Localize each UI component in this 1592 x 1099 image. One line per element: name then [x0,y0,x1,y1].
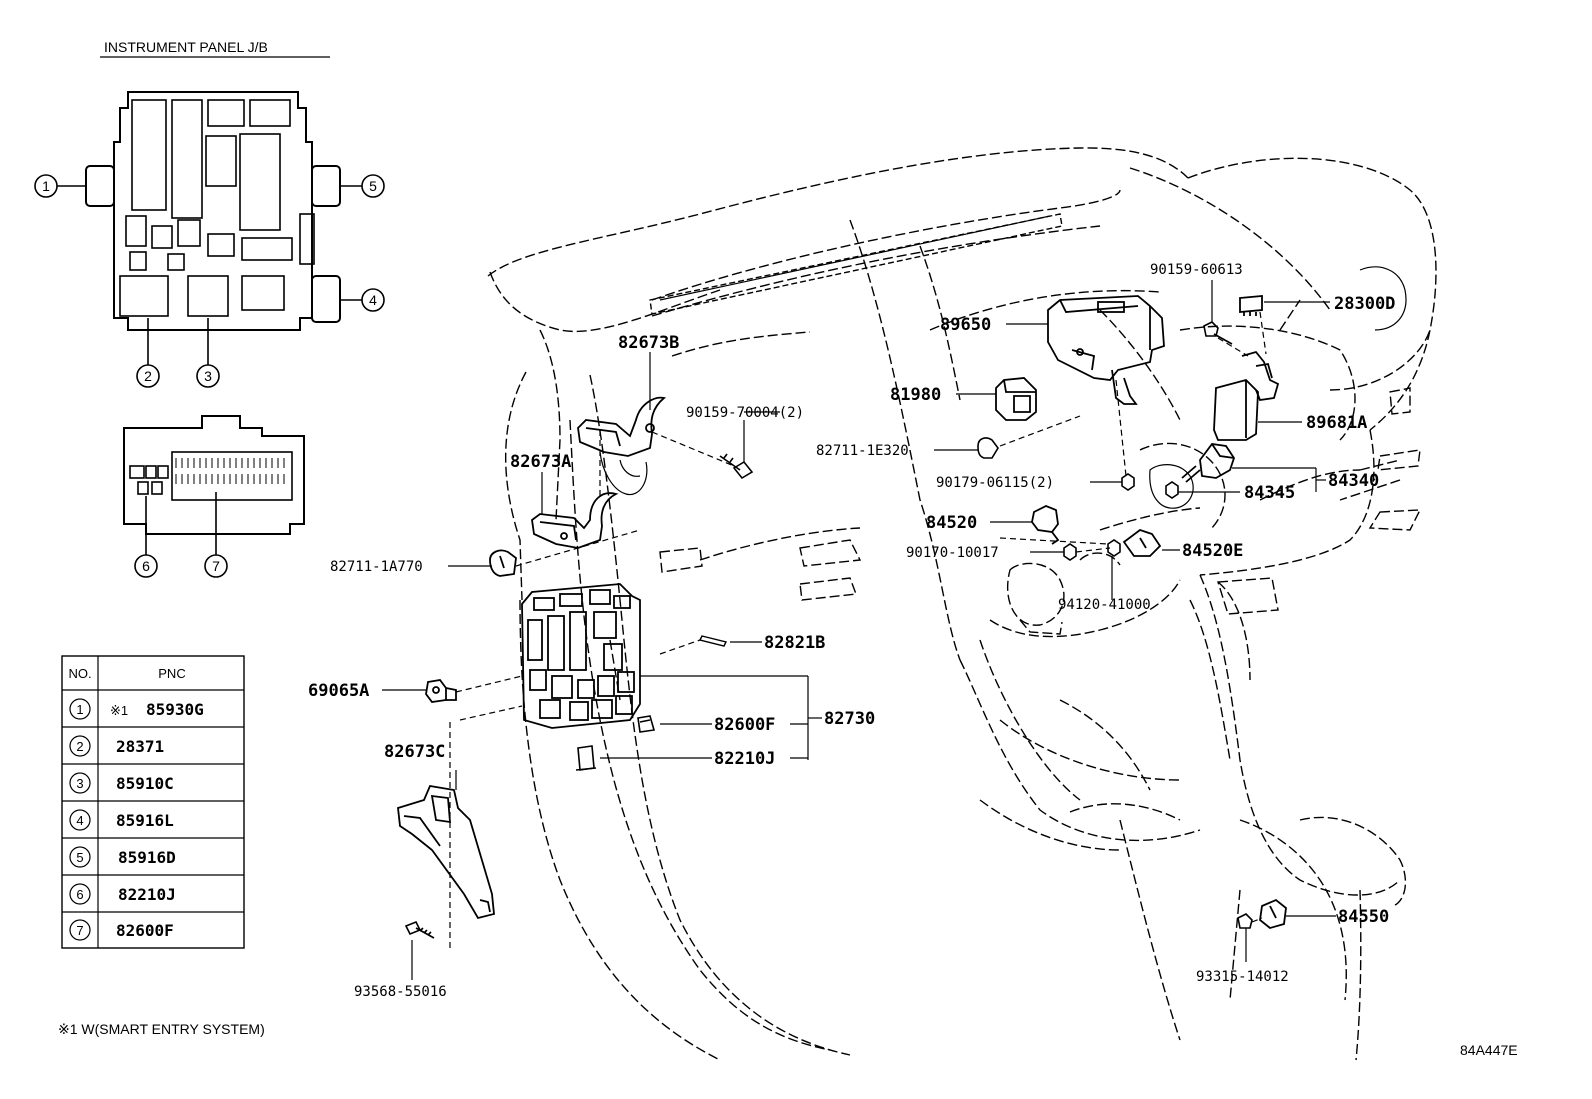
label-90159-60613: 90159-60613 [1150,262,1243,278]
table-pnc-2: 28371 [116,737,164,756]
label-93568-55016: 93568-55016 [354,984,447,1000]
bracket-82673A [531,492,619,549]
label-69065A: 69065A [308,681,369,701]
table-no-1: 1 [76,702,83,717]
junction-block-82730 [521,583,641,729]
label-93315-14012: 93315-14012 [1196,969,1289,985]
clip-82711-1A770 [489,549,517,577]
pnc-table: NO. PNC 1 2 3 4 5 6 7 ※1 85930G 28371 85… [61,655,245,949]
table-header-pnc: PNC [158,666,185,681]
junction-block-inset: INSTRUMENT PANEL J/B [34,39,385,578]
label-82711-1A770: 82711-1A770 [330,559,423,575]
label-82821B: 82821B [764,633,825,653]
label-82600F: 82600F [714,715,775,735]
bracket-82673B [577,396,667,457]
marker-7: 7 [212,558,220,574]
dashboard-solid-details [599,215,1407,509]
part-82821B [698,635,728,647]
part-84520 [1031,505,1060,545]
nut-94120-41000 [1107,539,1121,557]
table-no-3: 3 [76,776,83,791]
table-no-2: 2 [76,739,83,754]
part-84520E [1122,528,1162,557]
table-pnc-7: 82600F [116,921,174,940]
clip-82711-1E320 [977,437,999,459]
bracket-82673C [397,784,495,920]
part-81980 [995,377,1037,421]
label-81980: 81980 [890,385,941,405]
marker-5: 5 [369,178,377,194]
table-pnc-5: 85916D [118,848,176,867]
part-69065A [425,679,457,703]
marker-4: 4 [369,292,377,308]
marker-2: 2 [144,368,152,384]
marker-1: 1 [42,178,50,194]
figure-id: 84A447E [1460,1042,1518,1058]
screw-90179-06115 [1121,473,1135,491]
bolt-93568-55016 [404,920,435,939]
marker-6: 6 [142,558,150,574]
table-no-5: 5 [76,850,83,865]
label-89681A: 89681A [1306,413,1367,433]
label-90159-70004: 90159-70004(2) [686,405,804,421]
label-84520E: 84520E [1182,541,1243,561]
relay-28300D [1239,295,1263,316]
label-84345: 84345 [1244,483,1295,503]
label-28300D: 28300D [1334,294,1395,314]
table-no-7: 7 [76,923,83,938]
label-89650: 89650 [940,315,991,335]
screw-90159-70004 [719,453,754,480]
part-89681A [1213,350,1280,441]
screw-90159-60613 [1203,321,1233,345]
label-84340: 84340 [1328,471,1379,491]
table-pnc-4: 85916L [116,811,174,830]
inset-title: INSTRUMENT PANEL J/B [104,39,268,55]
footnote: ※1 W(SMART ENTRY SYSTEM) [58,1021,265,1037]
label-84520: 84520 [926,513,977,533]
table-pnc-6: 82210J [118,885,176,904]
screw-93315-14012 [1237,913,1253,929]
label-82711-1E320: 82711-1E320 [816,443,909,459]
table-header-no: NO. [68,666,91,681]
knob-84345 [1165,481,1179,499]
table-note-1: ※1 [110,703,128,718]
leader-lines [382,280,1336,980]
table-no-4: 4 [76,813,83,828]
part-labels: 82673B 90159-70004(2) 82673A 82711-1A770… [58,262,1518,1058]
label-82673B: 82673B [618,333,679,353]
label-82673C: 82673C [384,742,445,762]
leader-dashed [449,311,1267,948]
switch-84550 [1259,898,1287,929]
label-82673A: 82673A [510,452,571,472]
label-84550: 84550 [1338,907,1389,927]
nut-90170-10017 [1063,543,1077,561]
part-82600F [637,715,656,733]
part-82210J [575,745,597,771]
table-pnc-1: 85930G [146,700,204,719]
marker-3: 3 [204,368,212,384]
table-pnc-3: 85910C [116,774,174,793]
label-94120-41000: 94120-41000 [1058,597,1151,613]
label-82730: 82730 [824,709,875,729]
label-82210J: 82210J [714,749,775,769]
switch-84340 [1181,443,1235,483]
ecu-89650 [1047,295,1165,405]
label-90179-06115: 90179-06115(2) [936,475,1054,491]
label-90170-10017: 90170-10017 [906,545,999,561]
table-no-6: 6 [76,887,83,902]
